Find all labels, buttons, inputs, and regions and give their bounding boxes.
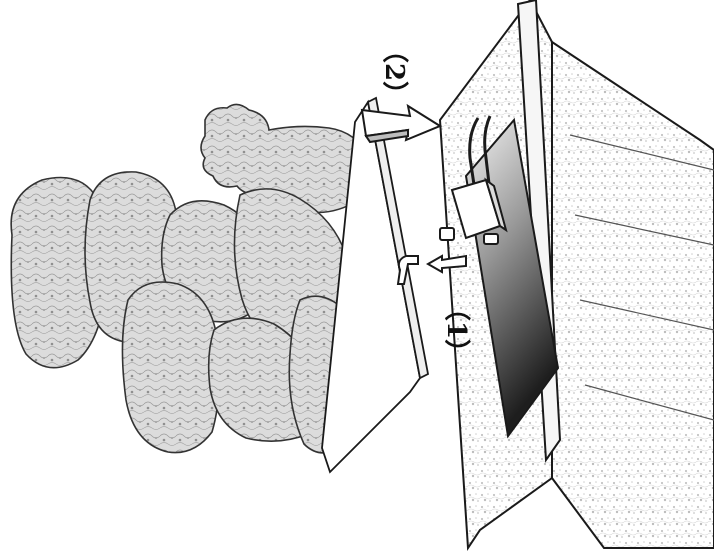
step-label-2: （2） bbox=[379, 37, 409, 107]
rock-sculpture bbox=[11, 104, 369, 452]
arrow-step-2 bbox=[362, 106, 440, 142]
rock-boulder-5 bbox=[122, 282, 219, 453]
base-side-face bbox=[552, 42, 714, 548]
step-label-1: （1） bbox=[441, 295, 471, 365]
